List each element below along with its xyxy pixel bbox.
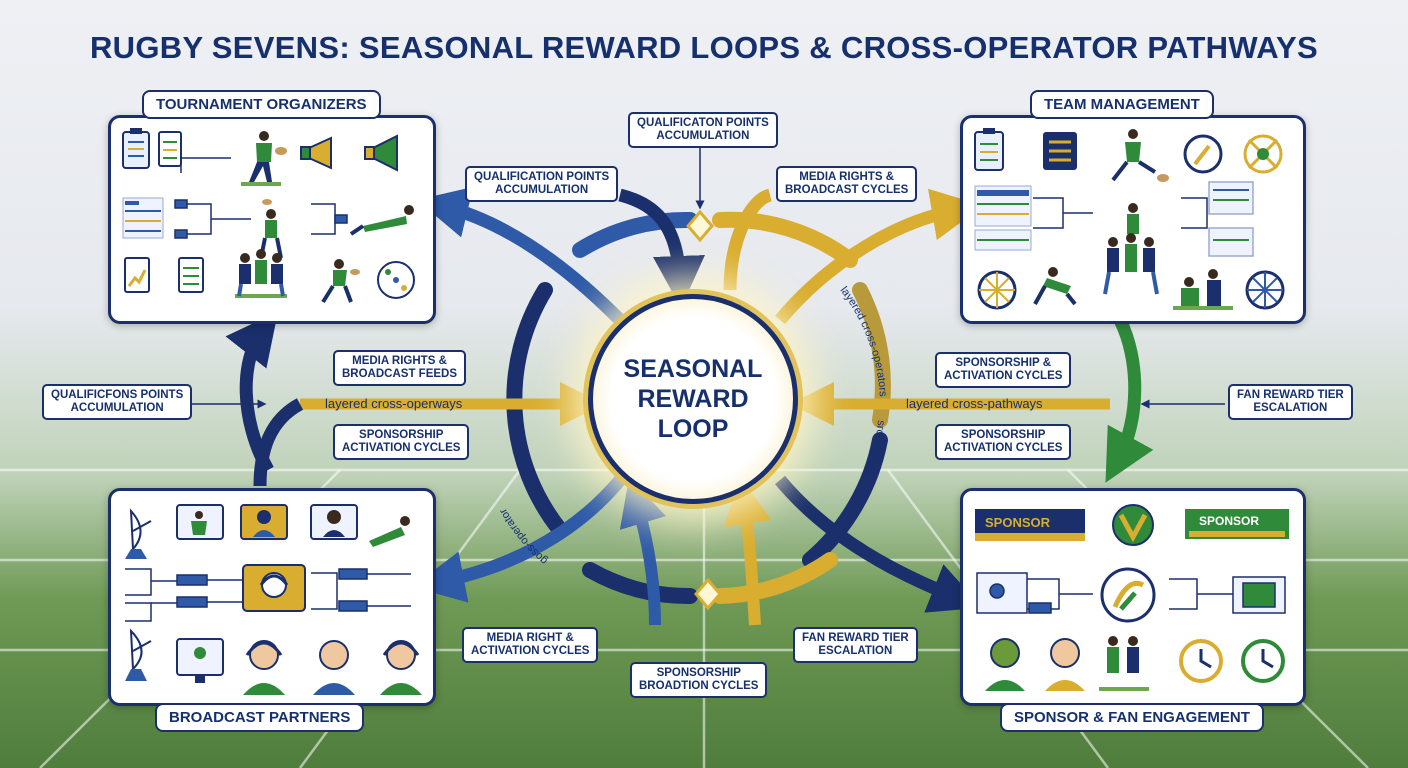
bracket-connector <box>180 157 231 173</box>
arrow-to-team <box>775 188 984 325</box>
arrow-left-down <box>253 398 304 487</box>
label-mid-right-sponsor-bottom: SPONSORSHIP ACTIVATION CYCLES <box>935 424 1072 460</box>
clipboard-icon <box>122 128 150 169</box>
tournament-bracket <box>174 199 348 239</box>
arrow-right-loop <box>1105 317 1154 483</box>
label-bottom-right: FAN REWARD TIER ESCALATION <box>793 627 918 663</box>
panel-title-broadcast-partners: BROADCAST PARTNERS <box>155 703 365 732</box>
monitor-icon <box>176 638 224 683</box>
label-bottom-center: SPONSORSHIP BROADTION CYCLES <box>630 662 768 698</box>
diving-player-icon <box>369 516 410 547</box>
strategy-wheel-icon <box>1245 270 1285 310</box>
label-far-right: FAN REWARD TIER ESCALATION <box>1228 384 1353 420</box>
kicking-player-icon <box>1111 129 1169 182</box>
running-player-icon <box>321 259 360 304</box>
panel-sponsor-fan-engagement: SPONSOR SPONSOR <box>960 488 1306 706</box>
panel-broadcast-partners <box>108 488 436 706</box>
compass-icon <box>1183 134 1223 174</box>
arrow-bottom-up-blue <box>619 477 666 626</box>
presenter-avatar <box>380 640 422 695</box>
clipboard-icon <box>974 128 1004 171</box>
ruck-players-icon <box>1173 269 1233 310</box>
diamond-top <box>686 209 714 243</box>
arrow-to-sponsor <box>775 475 983 613</box>
seasonal-reward-loop-hub: SEASONAL REWARD LOOP <box>588 294 798 504</box>
strategy-board-icon <box>377 261 415 299</box>
fan-avatar <box>313 640 355 695</box>
sponsor-badge-left: SPONSOR <box>985 515 1051 530</box>
megaphone-icon <box>364 134 398 172</box>
fan-avatar <box>1045 638 1085 691</box>
label-bottom-left: MEDIA RIGHT & ACTIVATION CYCLES <box>462 627 599 663</box>
team-roster-table <box>974 185 1032 251</box>
diving-player-icon <box>349 205 414 236</box>
label-upper-right: MEDIA RIGHTS & BROADCAST CYCLES <box>776 166 918 202</box>
arrow-bottom-up-gold <box>723 476 772 626</box>
celebrating-players-icon <box>1099 636 1149 691</box>
panel-title-sponsor-fan-engagement: SPONSOR & FAN ENGAGEMENT <box>1000 703 1264 732</box>
label-mid-right-sponsor-top: SPONSORSHIP & ACTIVATION CYCLES <box>935 352 1072 388</box>
label-mid-left-media: MEDIA RIGHTS & BROADCAST FEEDS <box>333 350 467 386</box>
panel-team-management <box>960 115 1306 324</box>
label-mid-left-sponsor: SPONSORSHIP ACTIVATION CYCLES <box>333 424 470 460</box>
diamond-bottom <box>694 577 722 611</box>
bracket-table <box>122 197 164 239</box>
lineout-player-icon <box>259 199 283 259</box>
loop-arc-left <box>506 282 568 538</box>
tournament-bracket <box>1033 181 1254 257</box>
arrow-top-center <box>618 188 705 308</box>
loop-arc-top-gold <box>712 211 858 268</box>
broadcast-bracket <box>125 568 411 622</box>
presenter-screen-icon <box>240 504 288 540</box>
arrow-gold-top <box>723 188 773 291</box>
loop-arc-bottom <box>582 562 698 605</box>
report-icon <box>124 257 150 293</box>
checklist-icon <box>178 257 204 293</box>
label-top-center: QUALIFICATON POINTS ACCUMULATION <box>628 112 778 148</box>
broadcast-screen-icon <box>176 504 224 540</box>
page-title: RUGBY SEVENS: SEASONAL REWARD LOOPS & CR… <box>89 30 1319 65</box>
lineout-players-icon <box>1103 203 1159 295</box>
sponsor-banner-right: SPONSOR <box>1185 509 1289 539</box>
sponsor-badge-right: SPONSOR <box>1199 514 1259 528</box>
satellite-dish-icon <box>125 628 152 681</box>
sponsor-logo-icon <box>1112 504 1154 546</box>
hub-label: SEASONAL REWARD LOOP <box>623 355 763 443</box>
arrow-to-organizers <box>416 186 625 325</box>
megaphone-icon <box>300 136 332 170</box>
sponsor-emblem-icon <box>1100 567 1156 623</box>
loop-arc-bottom-gold <box>712 552 838 604</box>
strategy-wheel-icon <box>977 270 1017 310</box>
checklist-icon <box>1043 132 1077 170</box>
satellite-dish-icon <box>125 508 152 559</box>
inline-label-right: layered cross-pathways <box>906 396 1043 411</box>
clock-icon <box>1241 639 1285 683</box>
headset-monitor-icon <box>242 564 306 612</box>
commentator-avatar <box>243 640 285 695</box>
target-icon <box>1243 134 1283 174</box>
sponsor-banner-left: SPONSOR <box>975 509 1085 541</box>
scrum-players-icon <box>235 249 287 298</box>
clock-icon <box>1179 639 1223 683</box>
commentator-screen-icon <box>310 504 358 540</box>
rugby-player-icon <box>241 131 287 186</box>
tackling-player-icon <box>1033 267 1077 306</box>
label-far-left: QUALIFICFONS POINTS ACCUMULATION <box>42 384 193 420</box>
panel-title-team-management: TEAM MANAGEMENT <box>1030 90 1214 119</box>
fan-avatar <box>985 638 1025 691</box>
checklist-icon <box>158 131 182 167</box>
arrow-to-broadcast <box>412 475 625 603</box>
loop-arc-top-blue <box>572 211 698 258</box>
panel-title-tournament-organizers: TOURNAMENT ORGANIZERS <box>142 90 381 119</box>
panel-tournament-organizers <box>108 115 436 324</box>
loop-arc-right-navy <box>802 432 888 568</box>
label-upper-left: QUALIFICATION POINTS ACCUMULATION <box>465 166 619 202</box>
inline-label-left: layered cross-operways <box>325 396 463 411</box>
